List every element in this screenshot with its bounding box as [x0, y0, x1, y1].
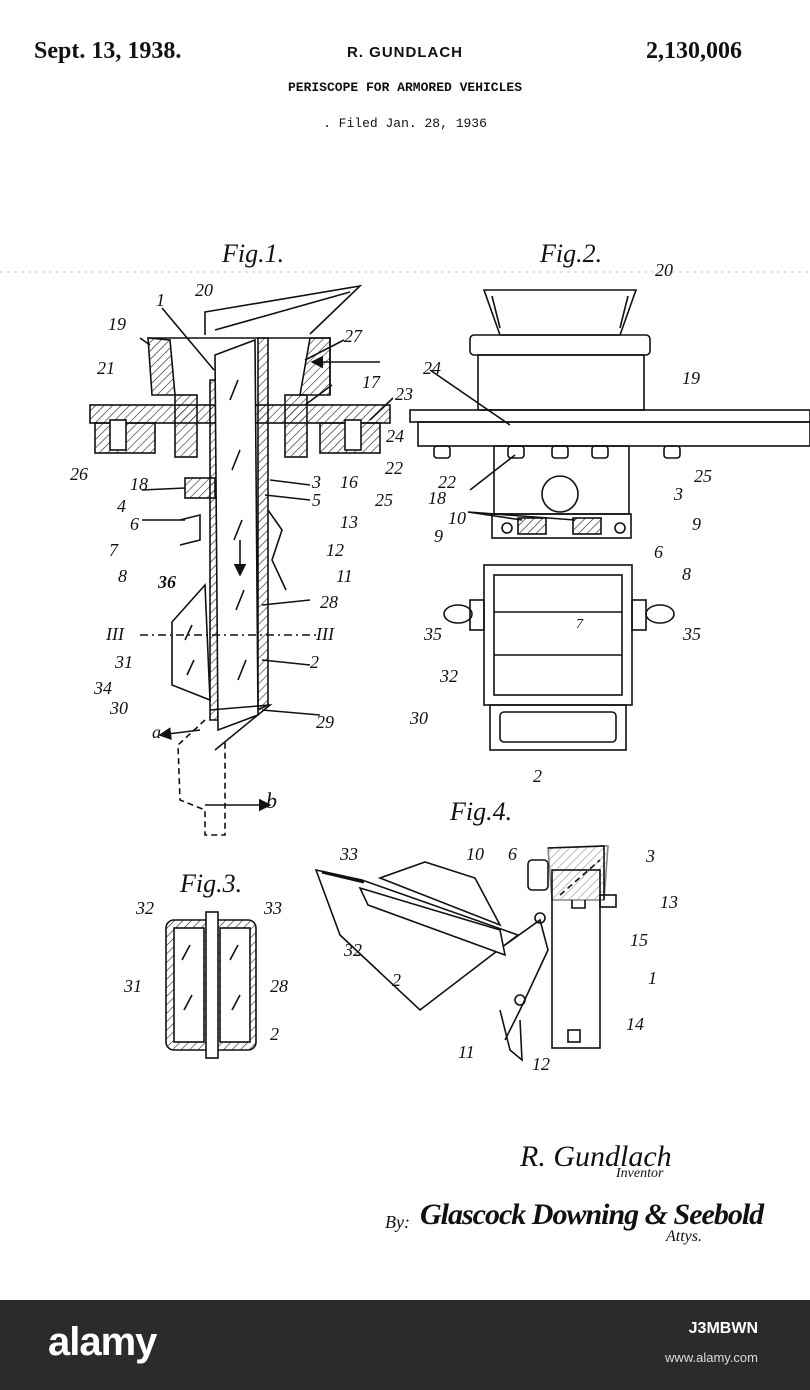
- fig2-label: 20: [655, 260, 673, 280]
- fig1-label: 21: [97, 358, 115, 378]
- fig4-label: 32: [343, 940, 362, 960]
- fig2-label: 35: [423, 624, 442, 644]
- fig2-label: 10: [448, 508, 466, 528]
- fig2-title: Fig.2.: [539, 239, 602, 268]
- fig1-label: 27: [344, 326, 363, 346]
- fig1-label: 29: [316, 712, 334, 732]
- attorney-signature: Glascock Downing & Seebold: [420, 1198, 764, 1231]
- fig2-label: 32: [439, 666, 458, 686]
- fig4-label: 11: [458, 1042, 475, 1062]
- fig4-label: 3: [645, 846, 655, 866]
- site-url: www.alamy.com: [665, 1350, 758, 1365]
- fig1-label: b: [266, 788, 277, 813]
- figure-1-labels: 20 1 19 27 21 17 23 24 26 18 16 22 25 3 …: [70, 280, 413, 813]
- by-label: By:: [385, 1212, 410, 1232]
- fig1-label: 6: [130, 514, 139, 534]
- fig2-label: 18: [428, 488, 446, 508]
- alamy-logo: alamy: [48, 1320, 157, 1364]
- fig1-label: 28: [320, 592, 338, 612]
- figure-4-labels: 33 10 6 3 13 32 15 2 1 14 11 12: [339, 844, 678, 1074]
- fig1-label: 26: [70, 464, 88, 484]
- fig1-label: 2: [310, 652, 319, 672]
- fig1-label: III: [315, 624, 335, 644]
- fig4-label: 6: [508, 844, 517, 864]
- fig1-label: 12: [326, 540, 344, 560]
- fig4-title: Fig.4.: [449, 797, 512, 826]
- inventor-signature: R. Gundlach: [520, 1140, 672, 1173]
- fig2-label: 3: [673, 484, 683, 504]
- fig1-label: 18: [130, 474, 148, 494]
- figure-3-labels: 32 33 31 28 2: [123, 898, 288, 1044]
- patent-title: PERISCOPE FOR ARMORED VEHICLES: [287, 80, 523, 95]
- fig4-label: 33: [339, 844, 358, 864]
- patent-date: Sept. 13, 1938.: [34, 38, 182, 64]
- fig3-label: 32: [135, 898, 154, 918]
- fig1-label: 7: [109, 540, 119, 560]
- inventor-role: Inventor: [616, 1166, 664, 1181]
- fig1-label: 11: [336, 566, 353, 586]
- fig1-label: 31: [114, 652, 133, 672]
- fig3-label: 31: [123, 976, 142, 996]
- fig1-label: 30: [109, 698, 128, 718]
- fig4-label: 15: [630, 930, 648, 950]
- fig1-label: 16: [340, 472, 358, 492]
- fig1-label: 13: [340, 512, 358, 532]
- fig2-label: 30: [409, 708, 428, 728]
- fig2-label: 25: [694, 466, 712, 486]
- fig1-label: 22: [385, 458, 403, 478]
- fig2-label: 24: [423, 358, 441, 378]
- fig4-label: 13: [660, 892, 678, 912]
- fig3-label: 33: [263, 898, 282, 918]
- figure-3: Fig.3.: [165, 869, 257, 1059]
- figure-4: Fig.4.: [314, 797, 617, 1062]
- fig2-label: 9: [692, 514, 701, 534]
- figure-2: Fig.2.: [409, 239, 810, 751]
- fig4-label: 14: [626, 1014, 644, 1034]
- fig2-label: 35: [682, 624, 701, 644]
- patent-number: 2,130,006: [646, 38, 742, 64]
- patent-drawing: Fig.1.: [0, 239, 810, 1074]
- fig4-label: 12: [532, 1054, 550, 1074]
- fig1-label: III: [105, 624, 125, 644]
- fig2-label: 19: [682, 368, 700, 388]
- fig1-label: 25: [375, 490, 393, 510]
- fig1-label: 23: [395, 384, 413, 404]
- fig4-label: 2: [392, 970, 401, 990]
- fig3-label: 28: [270, 976, 288, 996]
- fig1-label: 3: [311, 472, 321, 492]
- fig2-label: 9: [434, 526, 443, 546]
- fig4-label: 10: [466, 844, 484, 864]
- image-id: J3MBWN: [688, 1320, 758, 1337]
- fig1-label: 24: [386, 426, 404, 446]
- fig1-label: 17: [362, 372, 381, 392]
- filed-date: . Filed Jan. 28, 1936: [323, 116, 487, 131]
- fig1-label: 1: [156, 290, 165, 310]
- fig1-label: 4: [117, 496, 126, 516]
- fig2-label: 8: [682, 564, 691, 584]
- fig2-label: 2: [533, 766, 542, 786]
- stock-footer-bar: alamy J3MBWN www.alamy.com: [0, 1300, 810, 1390]
- fig2-label: 6: [654, 542, 663, 562]
- fig3-label: 2: [270, 1024, 279, 1044]
- fig1-label: 5: [312, 490, 321, 510]
- fig1-label: 8: [118, 566, 127, 586]
- fig2-label: 22: [438, 472, 456, 492]
- fig1-label: 36: [157, 572, 176, 592]
- fig1-label: 19: [108, 314, 126, 334]
- figure-2-labels: 20 24 19 22 25 18 3 10 9 9 6 8 35 35 32 …: [409, 260, 712, 786]
- fig1-title: Fig.1.: [221, 239, 284, 268]
- fig1-label: 20: [195, 280, 213, 300]
- fig3-title: Fig.3.: [179, 869, 242, 898]
- figure-1: Fig.1.: [89, 239, 394, 836]
- attorney-role: Attys.: [666, 1228, 702, 1245]
- inventor-name: R. GUNDLACH: [347, 44, 463, 61]
- fig2-label: 7: [576, 617, 584, 632]
- fig1-label: a: [152, 722, 161, 742]
- fig1-label: 34: [93, 678, 112, 698]
- fig4-label: 1: [648, 968, 657, 988]
